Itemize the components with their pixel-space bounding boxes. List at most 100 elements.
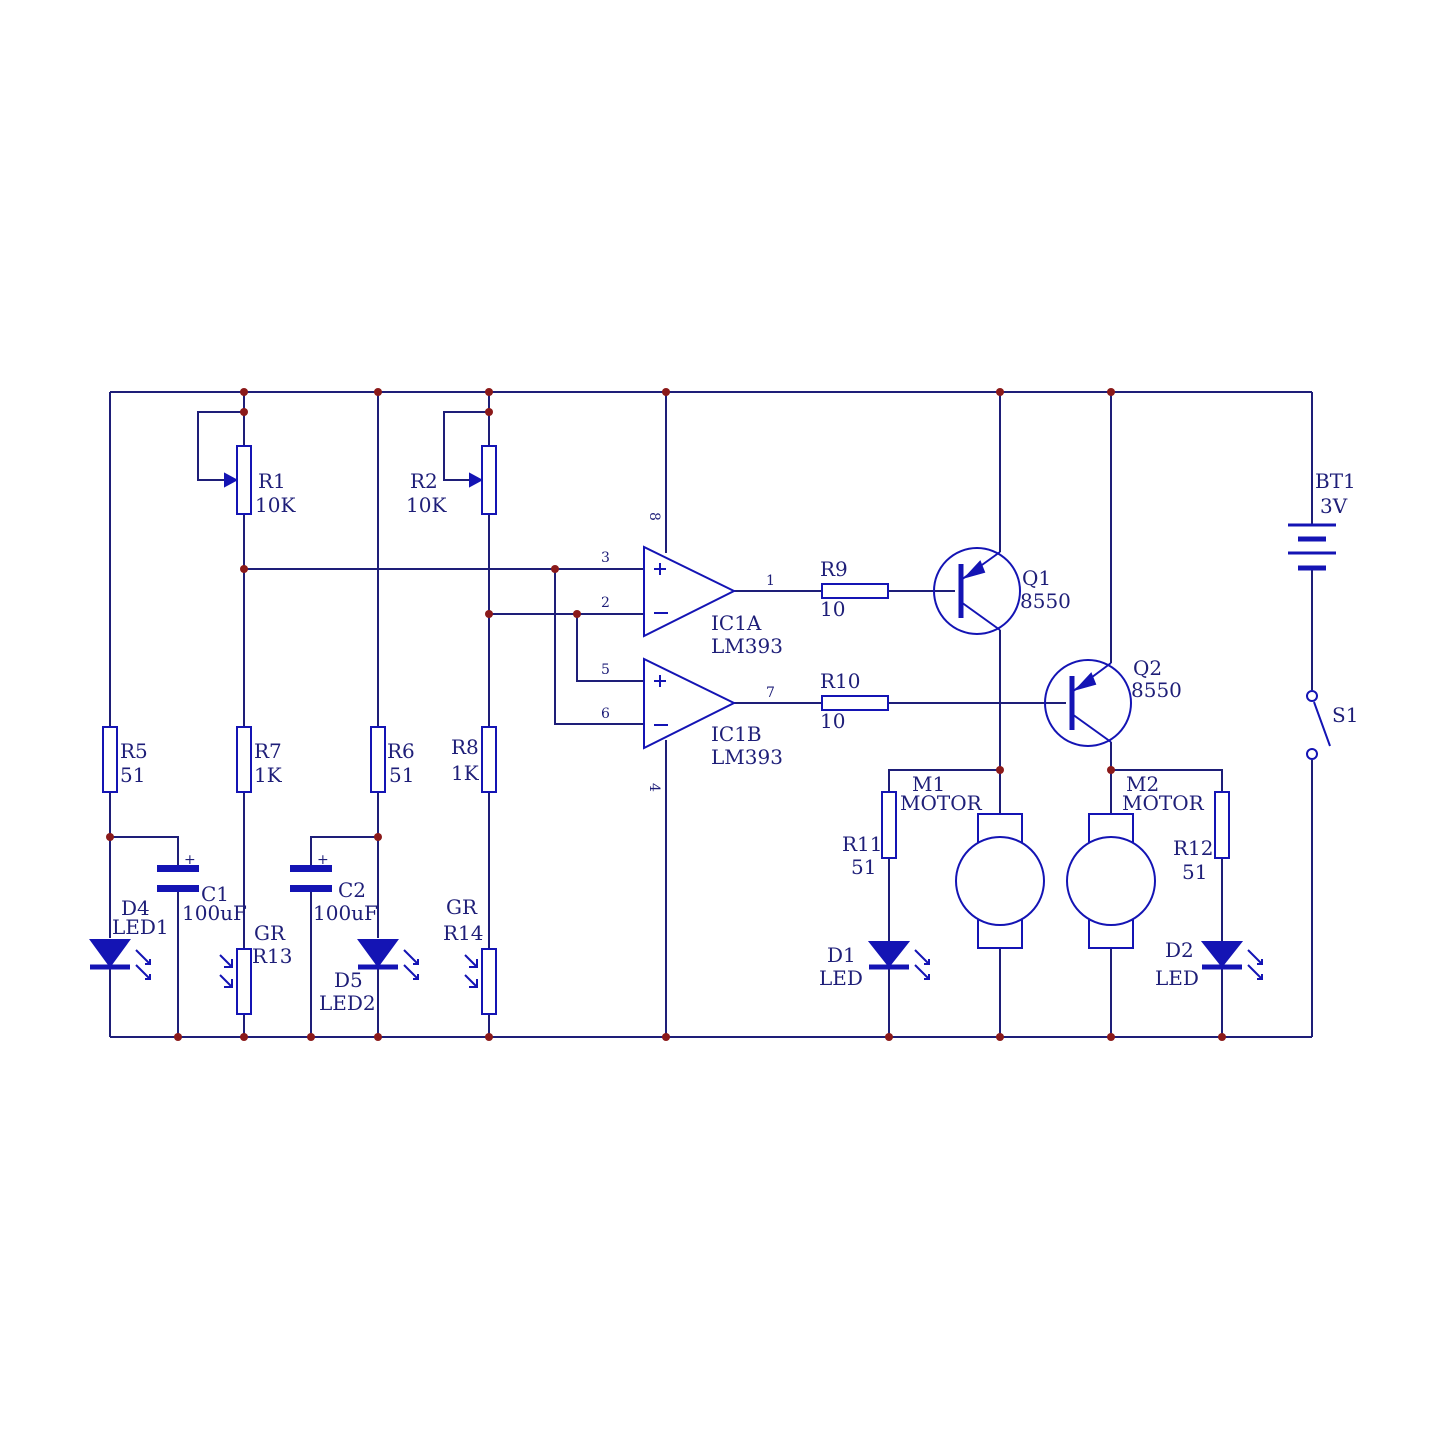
junction-dot [485,610,493,618]
r10-ref-label: R10 [820,669,861,693]
junction-dot [106,833,114,841]
resistor-r11 [881,791,897,859]
resistor-r10 [821,695,889,711]
comparator-ic1b [643,657,737,750]
led-d1 [867,941,911,968]
bt1-ref-label: BT1 [1315,469,1356,493]
q1-ref-label: Q1 [1022,566,1051,590]
r14-ref-label: R14 [443,921,484,945]
transistors [933,547,1132,747]
junction-dot [374,1033,382,1041]
comparators: 3 2 1 8 5 6 7 4 [601,512,775,792]
potentiometer-r2 [481,445,497,515]
switch-s1-terminal [1306,748,1318,760]
r2-ref-label: R2 [410,469,438,493]
junction-dot [240,1033,248,1041]
r1-wiper-arrow-icon [224,472,239,488]
photoresistors [219,948,497,1015]
ic1a-pin8-label: 8 [646,512,662,521]
c1-wire [110,836,179,1037]
d2-ref-label: D2 [1165,938,1194,962]
led-d2 [1200,941,1244,968]
ic1b-ref-label: IC1B [711,722,762,746]
junctions [106,388,1226,1041]
r13-ref-label: R13 [252,944,293,968]
junction-dot [174,1033,182,1041]
junction-dot [1218,1033,1226,1041]
capacitor-c2-polarity: + [317,852,329,868]
resistors [102,583,1230,859]
d5-ref-label: D5 [334,968,363,992]
r12-ref-label: R12 [1173,836,1214,860]
capacitor-c1-plate-plus [157,865,199,872]
led-d4 [89,939,131,968]
r13-light-arrows-icon [219,954,233,988]
q2-ref-label: Q2 [1133,656,1162,680]
q2-value-label: 8550 [1131,678,1182,702]
ic1b-pin5-label: 5 [601,662,610,678]
d1-value-label: LED [819,966,863,990]
r14-light-arrows-icon [464,954,478,988]
d1-ref-label: D1 [827,943,856,967]
junction-dot [240,565,248,573]
junction-dot [240,408,248,416]
resistor-r6 [370,726,386,793]
c2-value-label: 100uF [313,901,378,925]
led-d5 [357,939,399,968]
led-d5-emission-icon [403,949,419,980]
r6-ref-label: R6 [387,739,415,763]
comparator-ic1a [643,545,737,638]
r11-ref-label: R11 [842,832,883,856]
r7-value-label: 1K [254,763,283,787]
ic1a-pin3-label: 3 [601,550,610,566]
transistor-q1 [933,547,1021,635]
m2-ref-label: M2 [1126,772,1159,796]
junction-dot [996,1033,1004,1041]
junction-dot [307,1033,315,1041]
r11-value-label: 51 [851,855,876,879]
photoresistor-r14 [481,948,497,1015]
r9-ref-label: R9 [820,557,848,581]
capacitor-c2-plate-plus [290,865,332,872]
potentiometers [224,445,497,515]
r6-value-label: 51 [389,763,414,787]
resistor-r9 [821,583,889,599]
bt1-value-label: 3V [1320,494,1348,518]
wires [109,391,1313,1038]
junction-dot [662,388,670,396]
m1-ref-label: M1 [912,772,945,796]
capacitor-c2-plate-minus [290,885,332,892]
leds [89,939,1263,980]
q2-collector-leg [1071,713,1112,743]
r2-wiper-arrow-icon [469,472,484,488]
r14-type-label: GR [446,895,478,919]
resistor-r7 [236,726,252,793]
led-d1-emission-icon [914,949,930,980]
junction-dot [485,408,493,416]
c1-value-label: 100uF [182,901,247,925]
ic1b-pin4-label: 4 [646,783,662,792]
r9-value-label: 10 [820,597,845,621]
ic1a-value-label: LM393 [711,634,783,658]
r12-wire [1111,769,1223,1037]
potentiometer-r1 [236,445,252,515]
d4-value-label: LED1 [112,915,169,939]
junction-dot [996,388,1004,396]
r5-value-label: 51 [120,763,145,787]
junction-dot [240,388,248,396]
c2-wire [310,836,378,1037]
ic1b-value-label: LM393 [711,745,783,769]
s1-ref-label: S1 [1332,703,1358,727]
r10-value-label: 10 [820,709,845,733]
r1-wiper-wire [197,411,244,481]
motors [955,813,1156,949]
resistor-r12 [1214,791,1230,859]
r2-wiper-wire [443,411,489,481]
transistor-q2 [1044,659,1132,747]
d4-ref-label: D4 [121,896,150,920]
junction-dot [485,1033,493,1041]
junction-dot [551,565,559,573]
q1-collector-leg [960,601,1001,631]
junction-dot [1107,766,1115,774]
